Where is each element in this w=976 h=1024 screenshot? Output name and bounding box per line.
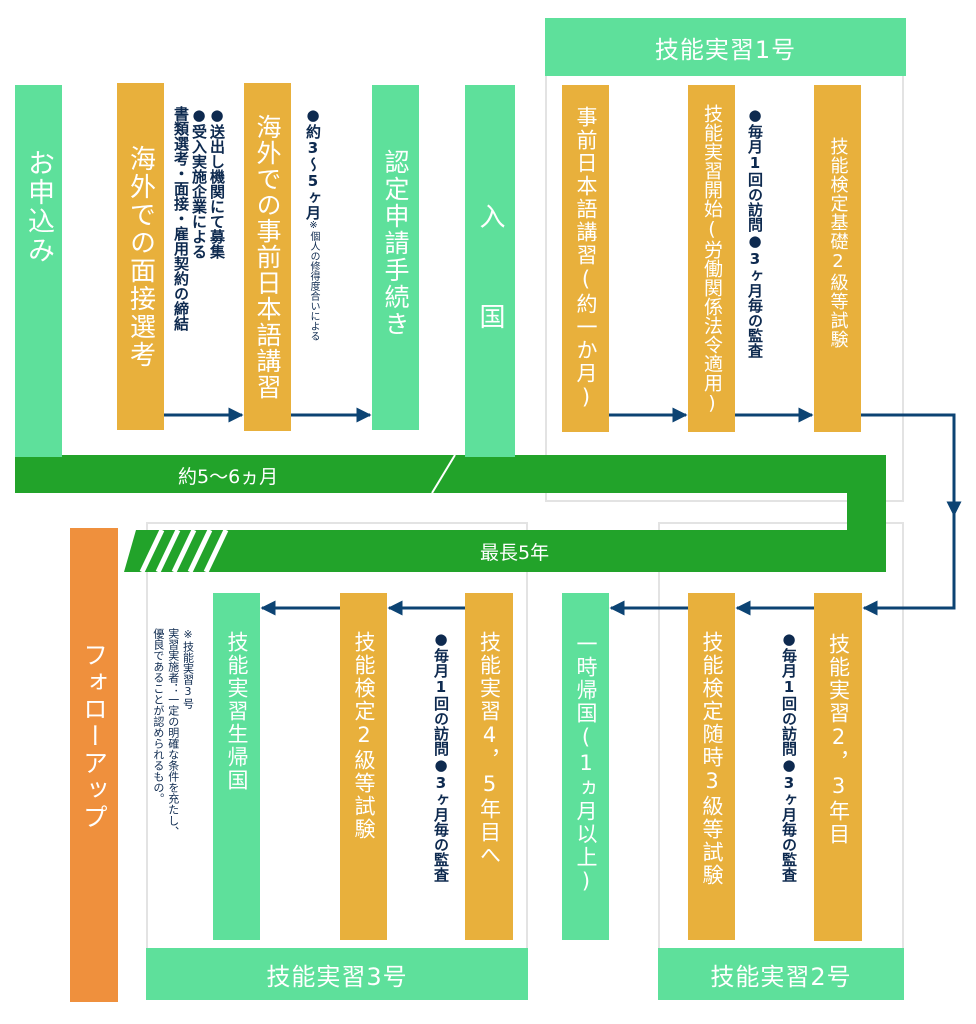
trainee-return-box: 技能実習生帰国 [213, 593, 260, 940]
follow-up-box: フォローアップ [70, 528, 118, 1002]
stage3-years-box: 技能実習4，5年目へ [465, 593, 513, 940]
temporary-return-box: 一時帰国(1ヵ月以上) [562, 593, 609, 940]
interview-box: 海外での面接選考 [117, 83, 164, 430]
stage3-side-note: ※技能実習3号 実習実施者：一定の明確な条件を充たし、 優良であることが認められ… [151, 628, 195, 837]
language-course-box: 海外での事前日本語講習 [244, 83, 291, 431]
stage1-start-box: 技能実習開始(労働関係法令適用) [688, 85, 735, 432]
pre-entry-duration-label: 約5～6ヵ月 [178, 466, 279, 488]
entry-box: 入 国 [465, 85, 515, 457]
certification-box: 認定申請手続き [372, 85, 419, 430]
max-period-label: 最長5年 [480, 542, 550, 564]
course-note: ●約3～5ヶ月※個人の修得度合いによる [304, 106, 322, 341]
arrow-into-stage2 [862, 515, 956, 616]
stage3-exam-box: 技能検定2級等試験 [340, 593, 387, 940]
course-subnote: ※個人の修得度合いによる [308, 220, 319, 341]
recruit-note: ●送出し機関にて募集 ●受入実施企業による 書類選考・面接・雇用契約の締結 [172, 106, 226, 331]
stage3-visit-note: ●毎月1回の訪問●3ヶ月毎の監査 [432, 630, 450, 882]
application-box: お申込み [15, 85, 62, 457]
stage1-exam-box: 技能検定基礎2級等試験 [814, 85, 861, 432]
stage2-title: 技能実習2号 [658, 948, 904, 1000]
stage3-title: 技能実習3号 [146, 948, 528, 1000]
stage1-title: 技能実習1号 [545, 18, 906, 76]
course-duration: ●約3～5ヶ月 [304, 106, 322, 220]
stage1-visit-note: ●毎月1回の訪問●3ヶ月毎の監査 [746, 106, 764, 358]
stage2-exam-box: 技能検定随時3級等試験 [688, 593, 735, 940]
arrow-stage1-to-stage2-down [861, 413, 962, 517]
stage1-course-box: 事前日本語講習(約一か月) [562, 85, 609, 432]
stage2-visit-note: ●毎月1回の訪問●3ヶ月毎の監査 [780, 630, 798, 882]
stage2-years-box: 技能実習2，3年目 [814, 593, 862, 941]
